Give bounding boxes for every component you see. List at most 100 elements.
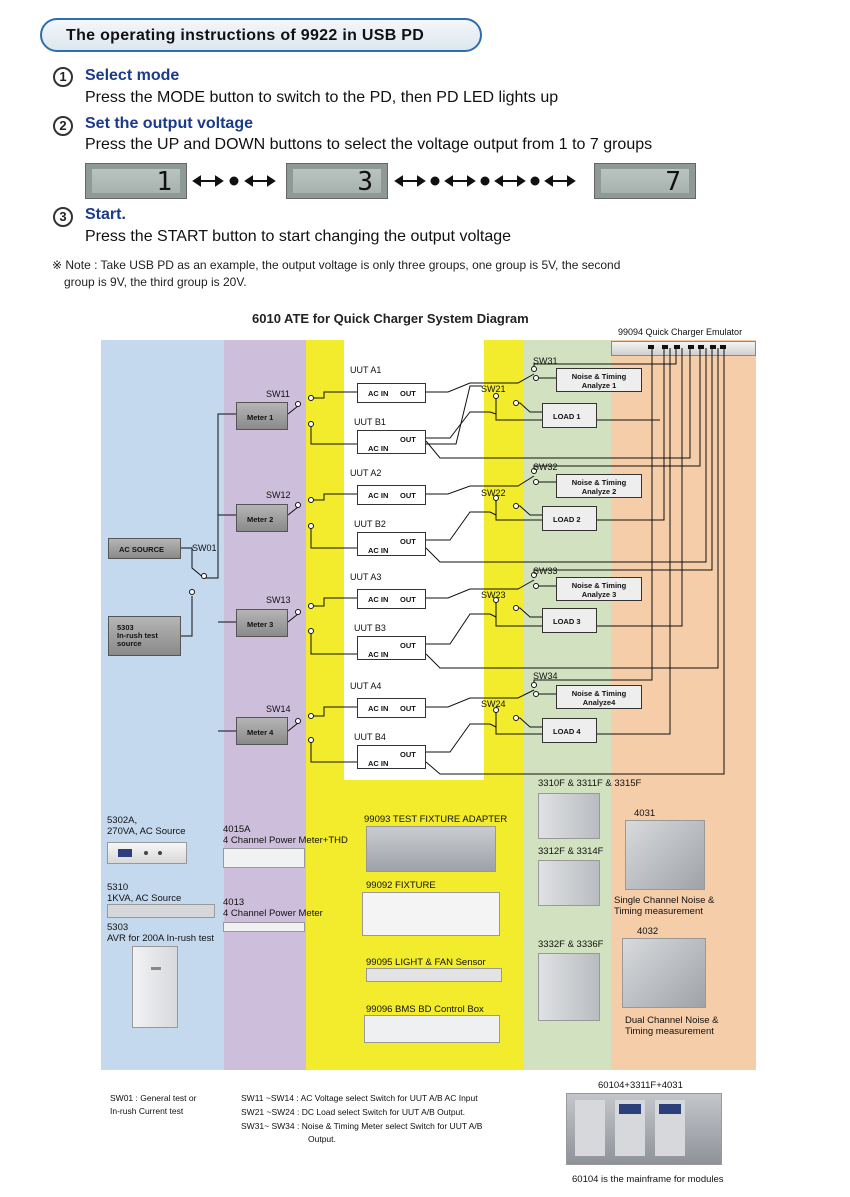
- arrow-dots-2: [394, 175, 576, 187]
- meter-2-box: Meter 2: [236, 504, 288, 532]
- fixture-99095-image: [366, 968, 502, 982]
- mainframe-title: 60104+3311F+4031: [598, 1080, 683, 1091]
- uut-a4-label: UUT A4: [350, 681, 382, 691]
- meter-band: [224, 340, 306, 1070]
- meter-4-box: Meter 4: [236, 717, 288, 745]
- sw24-label: SW24: [481, 699, 506, 709]
- sw23-label: SW23: [481, 590, 506, 600]
- lcd-display-1: 1: [85, 163, 187, 199]
- uut-b3-label: UUT B3: [354, 623, 386, 633]
- sw14-label: SW14: [266, 704, 291, 714]
- fixture-99092-label: 99092 FIXTURE: [366, 880, 436, 891]
- equip-5303-image: [132, 946, 178, 1028]
- step-1-number: 1: [53, 67, 73, 87]
- fixture-99095-label: 99095 LIGHT & FAN Sensor: [366, 957, 486, 968]
- note-line-1: ※ Note : Take USB PD as an example, the …: [52, 258, 621, 272]
- emulator-device: [611, 341, 756, 356]
- fixture-99093-image: [366, 826, 496, 872]
- legend-sw11: SW11 ~SW14 : AC Voltage select Switch fo…: [241, 1093, 478, 1103]
- uut-a1-label: UUT A1: [350, 365, 382, 375]
- sw01-label: SW01: [192, 543, 217, 553]
- arrow-dots-1: [192, 175, 276, 187]
- fixture-99096-image: [364, 1015, 500, 1043]
- sw11-label: SW11: [266, 389, 290, 399]
- sw22-label: SW22: [481, 488, 506, 498]
- uut-b4-label: UUT B4: [354, 732, 386, 742]
- step-2-desc: Press the UP and DOWN buttons to select …: [85, 136, 653, 153]
- sw32-label: SW32: [533, 462, 558, 472]
- noise-4031-desc: Single Channel Noise &Timing measurement: [614, 895, 715, 917]
- load-3310f-label: 3310F & 3311F & 3315F: [538, 778, 642, 789]
- equip-4015a-image: [223, 848, 305, 868]
- noise-4032-label: 4032: [637, 926, 659, 937]
- noise-4032-image: [622, 938, 706, 1008]
- uut-a2-label: UUT A2: [350, 468, 382, 478]
- section-title: The operating instructions of 9922 in US…: [66, 27, 425, 44]
- equip-5302a-label: 5302A,270VA, AC Source: [107, 815, 186, 837]
- load-3332f-label: 3332F & 3336F: [538, 939, 604, 950]
- legend-sw21: SW21 ~SW24 : DC Load select Switch for U…: [241, 1107, 466, 1117]
- step-1-title: Select mode: [85, 67, 180, 84]
- noise-4032-desc: Dual Channel Noise &Timing measurement: [625, 1015, 719, 1037]
- uut-b1-label: UUT B1: [354, 417, 386, 427]
- diagram-title: 6010 ATE for Quick Charger System Diagra…: [252, 311, 529, 326]
- load-3332f-image: [538, 953, 600, 1021]
- equip-5310-image: [107, 904, 215, 918]
- uut-b2-label: UUT B2: [354, 519, 386, 529]
- sw13-label: SW13: [266, 595, 291, 605]
- noise-4031-image: [625, 820, 705, 890]
- note-line-2: group is 9V, the third group is 20V.: [64, 275, 247, 289]
- lcd-digit-3: 3: [357, 167, 373, 197]
- step-3-number: 3: [53, 207, 73, 227]
- mainframe-caption: 60104 is the mainframe for modules: [572, 1174, 724, 1185]
- load-3310f-image: [538, 793, 600, 839]
- step-2-number: 2: [53, 116, 73, 136]
- section-header: The operating instructions of 9922 in US…: [40, 18, 482, 52]
- step-2-title: Set the output voltage: [85, 115, 253, 132]
- fixture-99096-label: 99096 BMS BD Control Box: [366, 1004, 484, 1015]
- sw34-label: SW34: [533, 671, 558, 681]
- sw31-label: SW31: [533, 356, 558, 366]
- step-1-desc: Press the MODE button to switch to the P…: [85, 89, 559, 106]
- meter-1-box: Meter 1: [236, 402, 288, 430]
- fixture-99093-label: 99093 TEST FIXTURE ADAPTER: [364, 814, 508, 825]
- load-3312f-image: [538, 860, 600, 906]
- emulator-label: 99094 Quick Charger Emulator: [618, 327, 743, 337]
- step-3-title: Start.: [85, 206, 126, 223]
- load-2-box: LOAD 2: [542, 506, 597, 531]
- load-3312f-label: 3312F & 3314F: [538, 846, 604, 857]
- ac-source-box: AC SOURCE: [108, 538, 181, 559]
- noise-4031-label: 4031: [634, 808, 656, 819]
- lcd-display-3: 3: [286, 163, 388, 199]
- load-1-box: LOAD 1: [542, 403, 597, 428]
- lcd-digit-7: 7: [665, 167, 681, 197]
- step-3-desc: Press the START button to start changing…: [85, 228, 512, 245]
- meter-3-box: Meter 3: [236, 609, 288, 637]
- sw21-label: SW21: [481, 384, 506, 394]
- load-3-box: LOAD 3: [542, 608, 597, 633]
- lcd-display-7: 7: [594, 163, 696, 199]
- fixture-99092-image: [362, 892, 500, 936]
- legend-sw31: SW31~ SW34 : Noise & Timing Meter select…: [241, 1121, 483, 1144]
- mainframe-image: [566, 1093, 722, 1165]
- uut-a3-label: UUT A3: [350, 572, 382, 582]
- equip-4013-image: [223, 922, 305, 932]
- load-4-box: LOAD 4: [542, 718, 597, 743]
